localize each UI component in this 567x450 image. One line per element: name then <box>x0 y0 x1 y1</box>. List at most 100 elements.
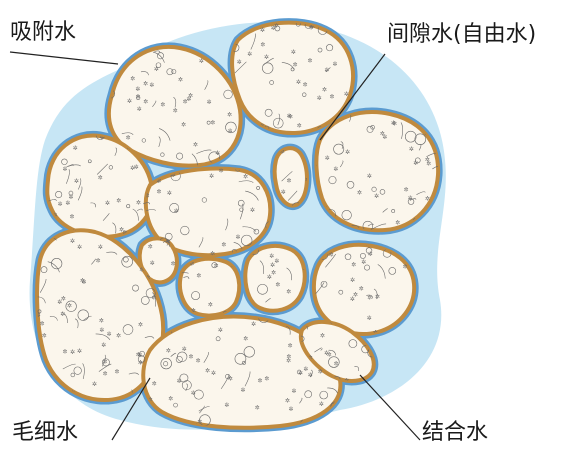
svg-text:✲: ✲ <box>426 161 431 168</box>
adsorbed-water-leader <box>9 51 119 65</box>
svg-text:✲: ✲ <box>257 377 262 384</box>
svg-text:✲: ✲ <box>391 120 396 127</box>
svg-text:✲: ✲ <box>436 104 441 111</box>
svg-text:✲: ✲ <box>137 106 142 113</box>
svg-text:✲: ✲ <box>329 93 334 100</box>
svg-text:✲: ✲ <box>324 67 329 74</box>
svg-text:✲: ✲ <box>138 360 143 367</box>
soil-grain <box>314 110 441 233</box>
svg-text:✲: ✲ <box>116 332 121 339</box>
svg-text:✲: ✲ <box>255 405 260 412</box>
svg-text:✲: ✲ <box>219 167 224 174</box>
grain-texture: ✲✲✲✲✲✲✲✲✲✲✲✲✲✲✲✲ <box>145 167 271 256</box>
svg-text:✲: ✲ <box>286 357 291 364</box>
svg-text:✲: ✲ <box>408 195 413 202</box>
svg-text:✲: ✲ <box>182 98 187 105</box>
svg-text:✲: ✲ <box>270 262 275 269</box>
svg-text:✲: ✲ <box>136 351 141 358</box>
svg-text:✲: ✲ <box>324 350 329 357</box>
svg-text:✲: ✲ <box>138 322 143 329</box>
svg-text:✲: ✲ <box>177 378 182 385</box>
soil-grain <box>137 236 179 285</box>
svg-text:✲: ✲ <box>69 213 74 220</box>
capillary-water-label: 毛细水 <box>12 420 79 445</box>
svg-text:✲: ✲ <box>167 190 172 197</box>
svg-text:✲: ✲ <box>224 402 229 409</box>
svg-text:✲: ✲ <box>375 293 380 300</box>
svg-text:✲: ✲ <box>152 380 157 387</box>
svg-text:✲: ✲ <box>74 178 79 185</box>
svg-text:✲: ✲ <box>101 342 106 349</box>
soil-grain <box>243 243 307 313</box>
svg-text:✲: ✲ <box>413 160 418 167</box>
svg-text:✲: ✲ <box>309 25 314 32</box>
svg-text:✲: ✲ <box>280 148 285 155</box>
svg-text:✲: ✲ <box>271 269 276 276</box>
svg-text:✲: ✲ <box>107 331 112 338</box>
svg-text:✲: ✲ <box>174 208 179 215</box>
bound-water-label: 结合水 <box>422 420 489 445</box>
svg-text:✲: ✲ <box>80 278 85 285</box>
grain-texture: ✲✲✲✲✲✲✲✲✲✲✲✲✲✲✲✲✲✲✲✲✲✲✲✲✲ <box>316 104 441 231</box>
svg-text:✲: ✲ <box>395 219 400 226</box>
svg-text:✲: ✲ <box>215 150 220 157</box>
svg-text:✲: ✲ <box>92 381 97 388</box>
svg-text:✲: ✲ <box>114 368 119 375</box>
svg-text:✲: ✲ <box>240 387 245 394</box>
svg-text:✲: ✲ <box>61 295 66 302</box>
svg-text:✲: ✲ <box>303 366 308 373</box>
svg-text:✲: ✲ <box>208 302 213 309</box>
svg-text:✲: ✲ <box>139 267 144 274</box>
svg-text:✲: ✲ <box>262 242 267 249</box>
svg-text:✲: ✲ <box>156 178 161 185</box>
svg-text:✲: ✲ <box>344 378 349 385</box>
svg-text:✲: ✲ <box>345 149 350 156</box>
svg-text:✲: ✲ <box>319 401 324 408</box>
svg-text:✲: ✲ <box>317 95 322 102</box>
svg-text:✲: ✲ <box>274 258 279 265</box>
svg-text:✲: ✲ <box>211 370 216 377</box>
svg-text:✲: ✲ <box>119 226 124 233</box>
svg-text:✲: ✲ <box>308 372 313 379</box>
svg-text:✲: ✲ <box>81 279 86 286</box>
svg-text:✲: ✲ <box>425 196 430 203</box>
bound-water-leader <box>359 374 421 441</box>
svg-text:✲: ✲ <box>182 346 187 353</box>
svg-text:✲: ✲ <box>237 59 242 66</box>
soil-grain <box>178 256 242 318</box>
svg-text:✲: ✲ <box>285 397 290 404</box>
soil-grain <box>311 242 417 336</box>
svg-text:✲: ✲ <box>286 288 291 295</box>
svg-text:✲: ✲ <box>264 54 269 61</box>
svg-text:✲: ✲ <box>302 81 307 88</box>
svg-text:✲: ✲ <box>98 244 103 251</box>
svg-text:✲: ✲ <box>160 101 165 108</box>
svg-text:✲: ✲ <box>145 192 150 199</box>
svg-text:✲: ✲ <box>281 189 286 196</box>
svg-text:✲: ✲ <box>286 113 291 120</box>
svg-text:✲: ✲ <box>367 173 372 180</box>
svg-text:✲: ✲ <box>135 86 140 93</box>
svg-text:✲: ✲ <box>137 352 142 359</box>
svg-text:✲: ✲ <box>193 142 198 149</box>
svg-text:✲: ✲ <box>275 281 280 288</box>
svg-text:✲: ✲ <box>173 108 178 115</box>
svg-text:✲: ✲ <box>350 296 355 303</box>
svg-text:✲: ✲ <box>191 308 196 315</box>
svg-text:✲: ✲ <box>288 406 293 413</box>
svg-text:✲: ✲ <box>320 333 325 340</box>
svg-text:✲: ✲ <box>246 312 251 319</box>
svg-text:✲: ✲ <box>156 189 161 196</box>
svg-text:✲: ✲ <box>151 295 156 302</box>
svg-text:✲: ✲ <box>207 99 212 106</box>
svg-text:✲: ✲ <box>126 134 131 141</box>
svg-text:✲: ✲ <box>409 146 414 153</box>
svg-text:✲: ✲ <box>269 253 274 260</box>
svg-text:✲: ✲ <box>380 131 385 138</box>
svg-text:✲: ✲ <box>39 321 44 328</box>
svg-text:✲: ✲ <box>70 238 75 245</box>
svg-text:✲: ✲ <box>148 243 153 250</box>
svg-text:✲: ✲ <box>353 292 358 299</box>
svg-text:✲: ✲ <box>243 174 248 181</box>
pore-water-leader <box>319 53 386 141</box>
